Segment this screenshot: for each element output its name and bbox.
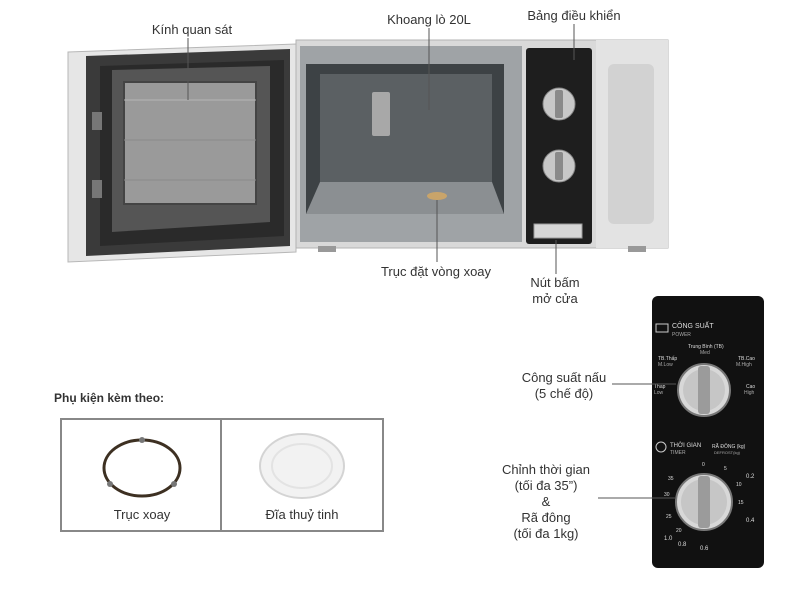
power-low-en: Low	[654, 390, 664, 396]
defrost-sub: DEFROST(kg)	[714, 450, 741, 455]
power-med-en: Med	[700, 350, 710, 356]
timer-5: 5	[724, 466, 727, 472]
power-mhigh-en: M.High	[736, 362, 752, 368]
power-line1: Công suất nấu	[521, 370, 607, 385]
accessory-divider	[220, 420, 222, 530]
timer-0: 0	[702, 462, 705, 468]
label-timer: Chỉnh thời gian (tối đa 35”) & Rã đông (…	[494, 462, 598, 542]
timer-title: THỜI GIAN	[670, 442, 701, 449]
accessory-label-plate: Đĩa thuỷ tinh	[265, 507, 339, 522]
power-line2: (5 chế độ)	[534, 386, 594, 401]
door-button-line2: mở cửa	[532, 291, 578, 306]
power-high-vn: Cao	[746, 384, 755, 390]
timer-line1: Chỉnh thời gian	[501, 462, 591, 477]
timer-15: 15	[738, 500, 744, 506]
timer-line2: (tối đa 35”)	[514, 478, 578, 493]
defrost-08: 0.8	[678, 542, 687, 548]
label-viewing-glass: Kính quan sát	[151, 22, 233, 37]
timer-25: 25	[666, 514, 672, 520]
timer-line3: &	[541, 494, 551, 509]
defrost-06: 0.6	[700, 546, 709, 552]
glass-plate-icon	[259, 433, 345, 499]
timer-10: 10	[736, 482, 742, 488]
viewing-glass-mesh	[124, 82, 256, 204]
label-control-panel: Bảng điều khiển	[527, 8, 621, 23]
accessory-label-ring: Trục xoay	[113, 507, 171, 522]
door-button-mini	[533, 223, 583, 239]
power-mlow-en: M.Low	[658, 362, 673, 368]
control-panel-closeup: CÔNG SUẤT POWER Trung Bình (TB) Med TB.T…	[652, 296, 764, 568]
label-door-button: Nút bấm mở cửa	[512, 275, 598, 307]
power-low-vn: Thấp	[654, 384, 666, 390]
accessories-heading: Phụ kiện kèm theo:	[54, 391, 165, 405]
control-panel-mini	[526, 48, 592, 244]
turntable-axis	[427, 192, 447, 200]
power-knob[interactable]	[677, 363, 731, 417]
timer-line4: Rã đông	[521, 510, 571, 525]
power-high-en: High	[744, 390, 755, 396]
clock-icon	[655, 441, 667, 453]
power-med-vn: Trung Bình (TB)	[688, 344, 724, 350]
power-icon	[655, 323, 669, 333]
defrost-02: 0.2	[746, 474, 755, 480]
accessory-glass-plate: Đĩa thuỷ tinh	[222, 420, 382, 530]
door-hinge-bottom	[92, 180, 102, 198]
oven-body	[295, 39, 669, 252]
power-mlow-vn: TB.Thấp	[658, 356, 677, 362]
timer-sub: TIMER	[670, 450, 686, 456]
label-power: Công suất nấu (5 chế độ)	[512, 370, 616, 402]
defrost-04: 0.4	[746, 518, 755, 524]
label-cavity: Khoang lò 20L	[387, 12, 471, 27]
door-button-line1: Nút bấm	[530, 275, 580, 290]
timer-20: 20	[676, 528, 682, 534]
power-sub: POWER	[672, 332, 691, 338]
leader-lines	[187, 24, 575, 274]
label-turntable-axis: Trục đặt vòng xoay	[380, 264, 492, 279]
door-hinge-top	[92, 112, 102, 130]
timer-line5: (tối đa 1kg)	[513, 526, 579, 541]
timer-30: 30	[664, 492, 670, 498]
accessory-turntable-ring: Trục xoay	[62, 420, 222, 530]
open-door	[67, 43, 297, 263]
turntable-ring-icon	[102, 437, 182, 498]
power-mhigh-vn: TB.Cao	[738, 356, 755, 362]
defrost-title: RÃ ĐÔNG (kg)	[712, 443, 746, 450]
defrost-10: 1.0	[664, 536, 673, 542]
timer-35: 35	[668, 476, 674, 482]
timer-knob[interactable]	[675, 473, 733, 531]
accessories-box: Trục xoay Đĩa thuỷ tinh	[60, 418, 384, 532]
power-title: CÔNG SUẤT	[672, 320, 714, 330]
